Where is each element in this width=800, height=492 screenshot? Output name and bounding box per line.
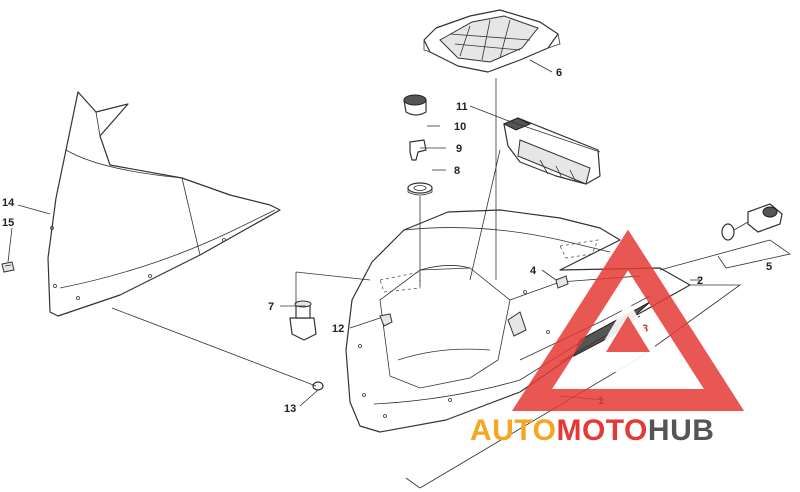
- clip-part-4: [555, 275, 569, 289]
- watermark-word-hub: HUB: [648, 414, 715, 447]
- callout-11: 11: [456, 101, 468, 113]
- callout-5: 5: [766, 261, 772, 273]
- callout-9: 9: [456, 143, 462, 155]
- hood-part-1: [345, 209, 691, 433]
- automotohub-watermark: AUTOMOTOHUB: [470, 229, 745, 447]
- callout-3: 3: [642, 323, 648, 335]
- watermark-triangle: [511, 229, 745, 411]
- screw-part-12: [379, 313, 393, 327]
- ring-part-8: [407, 182, 433, 196]
- callout-15: 15: [2, 217, 14, 229]
- windshield-part-14: [47, 91, 281, 317]
- callout-2: 2: [697, 275, 703, 287]
- callout-7: 7: [268, 301, 274, 313]
- callout-14: 14: [2, 197, 15, 209]
- key-part-9: [409, 139, 427, 161]
- callout-8: 8: [454, 165, 460, 177]
- storage-tray-part-6: [423, 9, 561, 73]
- leader-lines: [7, 59, 791, 489]
- power-socket-part-5: [721, 203, 783, 241]
- module-part-11: [502, 117, 601, 185]
- watermark-text: AUTOMOTOHUB: [470, 414, 714, 447]
- socket-part-7: [289, 300, 317, 341]
- callout-6: 6: [556, 67, 562, 79]
- screw-part-15: [1, 261, 15, 273]
- cap-part-10: [403, 94, 427, 116]
- washer-part-13: [312, 381, 324, 391]
- callout-labels: 1 2 3 4 5 6 7 8 9 10 11 12 13 14 15: [2, 67, 772, 415]
- watermark-word-auto: AUTO: [470, 414, 556, 447]
- callout-4: 4: [530, 265, 537, 277]
- callout-10: 10: [454, 121, 466, 133]
- callout-12: 12: [332, 323, 344, 335]
- callout-13: 13: [284, 403, 296, 415]
- watermark-word-moto: MOTO: [556, 414, 647, 447]
